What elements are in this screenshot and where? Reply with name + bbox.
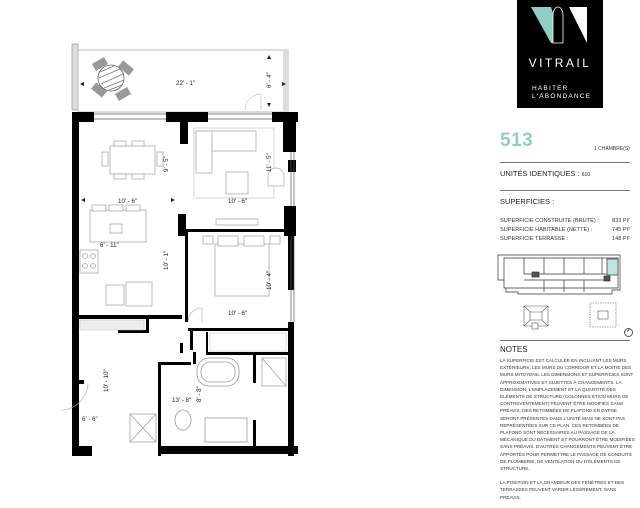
terrace-table-icon [91,57,134,101]
walls [72,112,298,456]
identical-units-label: UNITÉS IDENTIQUES : [500,169,580,178]
dim-dining-width: 10' - 6" [118,198,137,205]
tagline-line-1: HABITER [532,85,569,92]
notes-paragraph: LA SUPERFICIE EST CALCULÉE EN INCLUANT L… [500,358,635,472]
divider [500,190,630,191]
area-value: 148 PI² [612,236,631,242]
vitrail-logo: VITRAIL HABITER L'ABONDANCE [517,0,603,108]
divider [500,162,630,163]
logo-mark-icon [531,6,587,44]
wardrobe-icon [209,332,287,352]
vanity-icon [204,417,248,443]
dim-living-depth: 11' - 5" [266,153,273,172]
dim-bedroom-depth: 10' - 4" [266,271,273,290]
unit-highlight [606,258,619,276]
toilet-icon [174,409,192,431]
bedroom-count: 1 CHAMBRE(S) [594,146,630,152]
armchair-icon [267,167,285,187]
brand-tagline: HABITER L'ABONDANCE [532,85,591,101]
dim-terrace-width: 22' - 1" [176,80,195,87]
dim-dining-depth: 9' - 5" [163,156,170,172]
windows [94,113,295,322]
identical-units-value: 610 [581,172,591,178]
dim-kitchen-depth: 10' - 1" [163,251,170,270]
area-row: SUPERFICIE TERRASSE : 148 PI² [500,235,638,244]
divider [500,340,630,341]
area-label: SUPERFICIE TERRASSE : [500,236,569,242]
floor-plan: 22' - 1" 6' - 4" [61,43,298,456]
brand-name: VITRAIL [528,56,592,70]
bathtub-icon [196,357,240,387]
key-plan [497,254,621,330]
closet-icon [79,319,145,331]
area-value: 833 PI² [612,218,631,224]
area-label: SUPERFICIE HABITABLE (NETTE) : [500,227,593,233]
kitchen-island-icon [79,204,153,307]
dim-entry-width: 6' - 6" [82,416,98,423]
bed-icon [202,235,281,297]
area-label: SUPERFICIE CONSTRUITE (BRUTE) : [500,218,599,224]
areas-title: SUPERFICIES : [500,197,555,206]
dim-bath-depth: 8' - 8" [196,386,203,402]
terrace: 22' - 1" 6' - 4" [71,43,289,113]
dim-bath-width: 13' - 8" [172,397,191,404]
sofa-icon [193,127,275,226]
tagline-line-2: L'ABONDANCE [532,93,592,100]
dim-bedroom-width: 10' - 6" [228,310,247,317]
north-arrow-icon [624,328,633,337]
area-value: 745 PI² [612,227,631,233]
notes-paragraph: LA POSITION ET LA GRANDEUR DES FENÊTRES … [500,480,625,500]
dining-table-icon [101,140,164,180]
dim-kitchen-width: 6' - 11" [100,242,119,249]
identical-units: UNITÉS IDENTIQUES : 610 [500,169,590,178]
dim-entry-depth: 10' - 10" [103,369,110,392]
unit-number: 513 [500,130,534,151]
dim-terrace-depth: 6' - 4" [266,72,273,88]
dim-living-width: 10' - 6" [228,198,247,205]
notes-text: LA SUPERFICIE EST CALCULÉE EN INCLUANT L… [500,357,636,508]
area-row: SUPERFICIE HABITABLE (NETTE) : 745 PI² [500,226,638,235]
area-row: SUPERFICIE CONSTRUITE (BRUTE) : 833 PI² [500,217,638,226]
shower-icon [129,357,287,443]
notes-title: NOTES [500,345,528,354]
areas-table: SUPERFICIE CONSTRUITE (BRUTE) : 833 PI² S… [500,217,638,244]
